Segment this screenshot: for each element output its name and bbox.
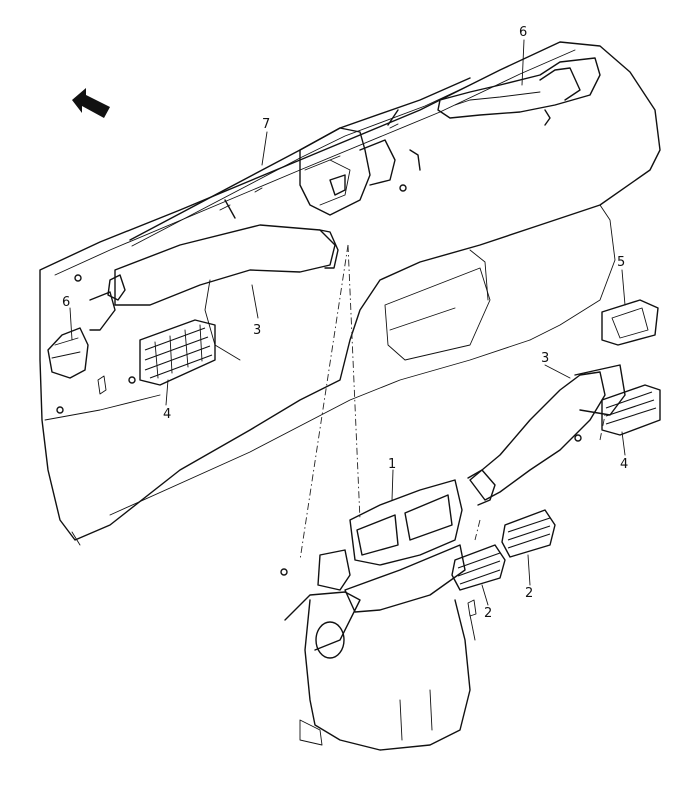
- callout-3-upper: 3: [253, 323, 261, 338]
- leader-lines: [69, 39, 626, 606]
- right-upper-duct: [437, 57, 601, 126]
- callout-7: 7: [262, 117, 270, 132]
- callout-labels: 7 6 6 3 4 5 3 4 1 2 2: [62, 25, 628, 621]
- instrument-panel: [39, 41, 661, 546]
- right-lower-duct: [467, 364, 626, 506]
- callout-2-left: 2: [484, 606, 492, 621]
- right-vent-grille: [601, 384, 661, 436]
- center-duct: [299, 127, 421, 216]
- vent-bezel: [601, 299, 659, 346]
- front-arrow-icon: [72, 88, 110, 118]
- callout-6-right: 6: [519, 25, 527, 40]
- callout-3-lower: 3: [541, 351, 549, 366]
- callout-6-left: 6: [62, 295, 70, 310]
- assembly-lines: [299, 244, 606, 561]
- screws: [56, 184, 582, 617]
- left-side-vent: [47, 291, 116, 379]
- callout-4-left: 4: [163, 407, 171, 422]
- callout-4-right: 4: [620, 457, 628, 472]
- callout-2-right: 2: [525, 586, 533, 601]
- callout-5: 5: [617, 255, 625, 270]
- heater-unit: [284, 479, 476, 751]
- callout-1: 1: [388, 457, 396, 472]
- left-vent-grille: [139, 319, 216, 386]
- center-louvers: [451, 509, 556, 591]
